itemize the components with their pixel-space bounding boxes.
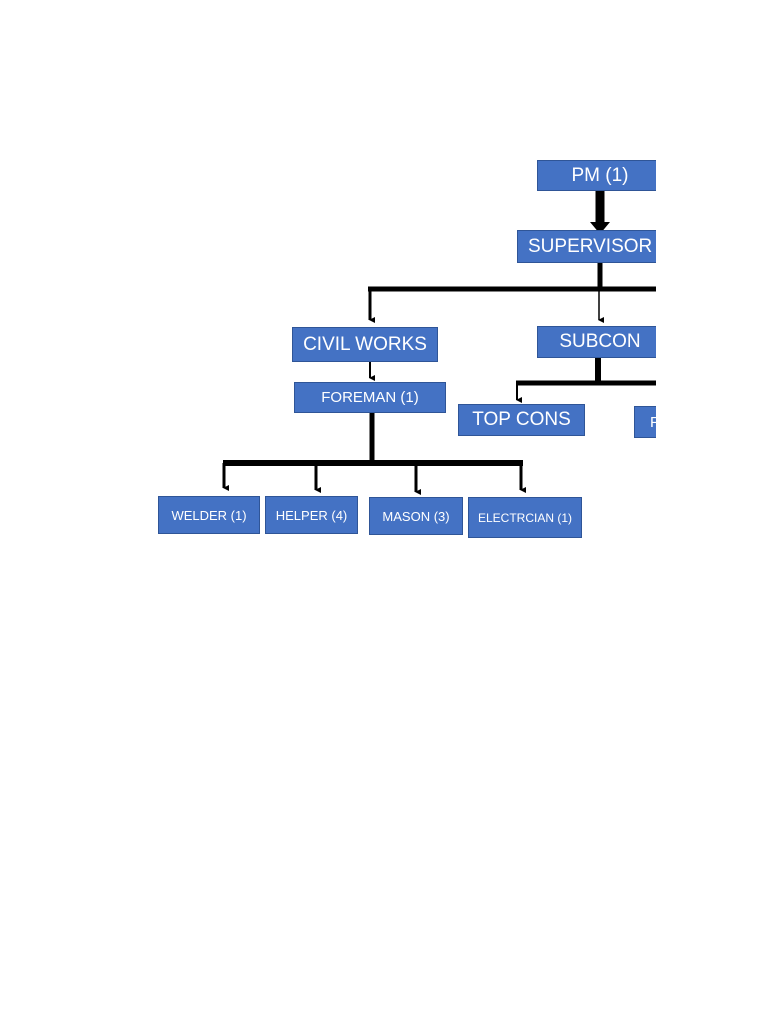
- node-supervisor: SUPERVISOR (: [517, 230, 656, 263]
- node-pm-label: PM (1): [571, 164, 629, 186]
- node-welder-label: WELDER (1): [171, 507, 247, 523]
- node-welder: WELDER (1): [158, 496, 260, 534]
- arrowhead-pm-supervisor: [590, 222, 610, 234]
- node-subcon: SUBCON: [537, 326, 656, 358]
- node-foreman-label: FOREMAN (1): [321, 389, 419, 406]
- node-civil-works-label: CIVIL WORKS: [303, 333, 427, 355]
- node-electrician-label: ELECTRCIAN (1): [477, 510, 572, 525]
- node-civil-works: CIVIL WORKS: [292, 327, 438, 362]
- node-mason-label: MASON (3): [382, 508, 450, 524]
- node-helper: HELPER (4): [265, 496, 358, 534]
- node-partial: F: [634, 406, 656, 438]
- node-electrician: ELECTRCIAN (1): [468, 497, 582, 538]
- node-pm: PM (1): [537, 160, 656, 191]
- node-partial-label: F: [650, 413, 656, 431]
- node-subcon-label: SUBCON: [559, 331, 641, 352]
- node-supervisor-label: SUPERVISOR (: [528, 235, 656, 257]
- node-foreman: FOREMAN (1): [294, 382, 446, 413]
- node-top-cons: TOP CONS: [458, 404, 585, 436]
- org-chart-canvas: PM (1) SUPERVISOR ( CIVIL WORKS SUBCON F…: [158, 160, 656, 538]
- node-mason: MASON (3): [369, 497, 463, 535]
- node-helper-label: HELPER (4): [275, 507, 348, 523]
- node-top-cons-label: TOP CONS: [472, 409, 571, 430]
- connector-lines: [222, 190, 656, 495]
